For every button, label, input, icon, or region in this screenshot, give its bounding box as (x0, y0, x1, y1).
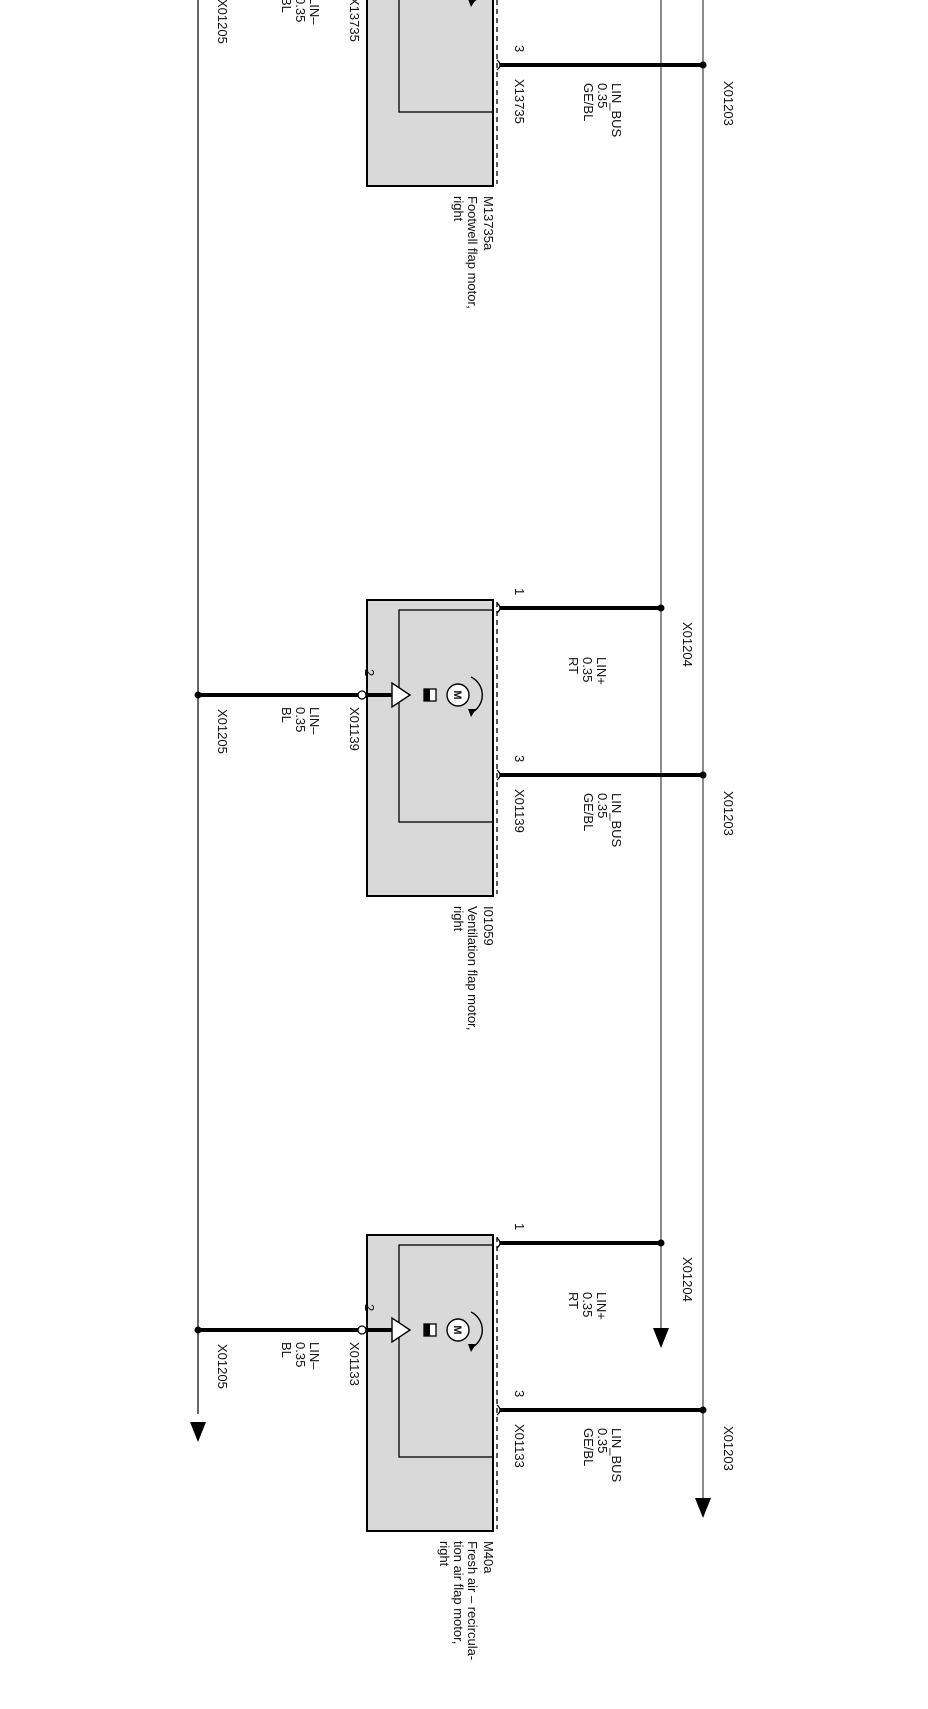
bus-connector-label: X01203 (721, 81, 736, 126)
wire-label: LIN+ (594, 657, 609, 685)
pin-contact-icon (357, 690, 367, 700)
wire-label: 0.35 (595, 793, 610, 818)
junction-dot (699, 61, 707, 69)
connector-label: X01133 (512, 1424, 527, 1468)
junction-dot (699, 1406, 707, 1414)
module-m13735a: M (366, 0, 707, 187)
module-inner-outline (398, 609, 494, 823)
rotation-arrow-head-icon (468, 709, 476, 717)
electronics-icon-half (424, 1324, 430, 1336)
rotation-arrow-head-icon (468, 0, 476, 7)
pin-contact-icon (496, 1237, 501, 1249)
junction-dot (194, 1326, 202, 1334)
wire-label: BL (279, 0, 294, 13)
module-box (366, 599, 494, 897)
wire-label: LIN_BUS (609, 83, 624, 138)
pin-number: 3 (512, 1390, 527, 1397)
wire-label: GE/BL (581, 83, 596, 121)
module-name: tion air flap motor, (451, 1541, 466, 1644)
pin-number: 2 (362, 669, 377, 676)
bus-connector-label: X01204 (680, 622, 695, 667)
bus-connector-label: X01205 (215, 709, 230, 754)
motor-icon (446, 683, 470, 707)
connector-label: X01139 (347, 707, 362, 751)
module-i01059: M (194, 599, 707, 897)
wire-label: 0.35 (293, 0, 308, 22)
pin-number: 3 (512, 45, 527, 52)
motor-icon (446, 1318, 470, 1342)
connector-label: X13735 (347, 0, 362, 42)
wire-label: LIN– (307, 707, 322, 735)
pin-contact-icon (496, 1404, 501, 1416)
module-name: Ventilation flap motor, (465, 906, 480, 1030)
junction-dot (699, 771, 707, 779)
module-id: I01059 (481, 906, 496, 946)
pin-number: 3 (512, 755, 527, 762)
wire-label: 0.35 (293, 1342, 308, 1367)
motor-icon-letter: M (451, 690, 463, 699)
wire-label: RT (566, 657, 581, 674)
module-id: M13735a (481, 196, 496, 251)
bus-connector-label: X01204 (680, 1257, 695, 1302)
wire-label: 0.35 (293, 707, 308, 732)
arrow-down-icon (695, 1498, 711, 1518)
rotation-arrow-head-icon (468, 1344, 476, 1352)
wire-label: 0.35 (580, 657, 595, 682)
bus-connector-label: X01203 (721, 791, 736, 836)
module-id: M40a (481, 1541, 496, 1574)
pin-contact-icon (496, 769, 501, 781)
wire-label: LIN– (307, 1342, 322, 1370)
module-name: Footwell flap motor, (465, 196, 480, 309)
pin-contact-icon (496, 59, 501, 71)
wire-label: LIN_BUS (609, 793, 624, 848)
wire-label: RT (566, 1292, 581, 1309)
wire-label: GE/BL (581, 1428, 596, 1466)
electronics-icon-half (424, 689, 430, 701)
wire-label: BL (279, 1342, 294, 1358)
module-box (366, 1234, 494, 1532)
module-inner-outline (398, 1244, 494, 1458)
wire-label: BL (279, 707, 294, 723)
junction-dot (194, 691, 202, 699)
module-name: right (437, 1541, 452, 1567)
wire-label: 0.35 (595, 83, 610, 108)
module-box (366, 0, 494, 187)
wire-label: 0.35 (580, 1292, 595, 1317)
wire-label: 0.35 (595, 1428, 610, 1453)
bus-connector-label: X01203 (721, 1426, 736, 1471)
arrow-down-icon (190, 1422, 206, 1442)
bus-connector-label: X01205 (215, 1344, 230, 1389)
connector-label: X13735 (512, 79, 527, 124)
module-m40a: M (194, 1234, 707, 1532)
pin-contact-icon (357, 1325, 367, 1335)
module-inner-outline (398, 0, 494, 113)
pin-number: 1 (512, 1223, 527, 1230)
wire-label: GE/BL (581, 793, 596, 831)
arrow-down-icon (653, 1328, 669, 1348)
junction-dot (657, 604, 665, 612)
pin-number: 1 (512, 588, 527, 595)
junction-dot (657, 1239, 665, 1247)
motor-icon-letter: M (451, 1325, 463, 1334)
bus-connector-label: X01205 (215, 0, 230, 44)
connector-label: X01133 (347, 1342, 362, 1386)
wire-label: LIN– (307, 0, 322, 25)
pin-number: 2 (362, 1304, 377, 1311)
connector-label: X01139 (512, 789, 527, 833)
pin-contact-icon (496, 602, 501, 614)
module-name: right (451, 196, 466, 222)
module-name: Fresh air – recircula- (465, 1541, 480, 1660)
wire-label: LIN+ (594, 1292, 609, 1320)
wire-label: LIN_BUS (609, 1428, 624, 1483)
module-name: right (451, 906, 466, 932)
